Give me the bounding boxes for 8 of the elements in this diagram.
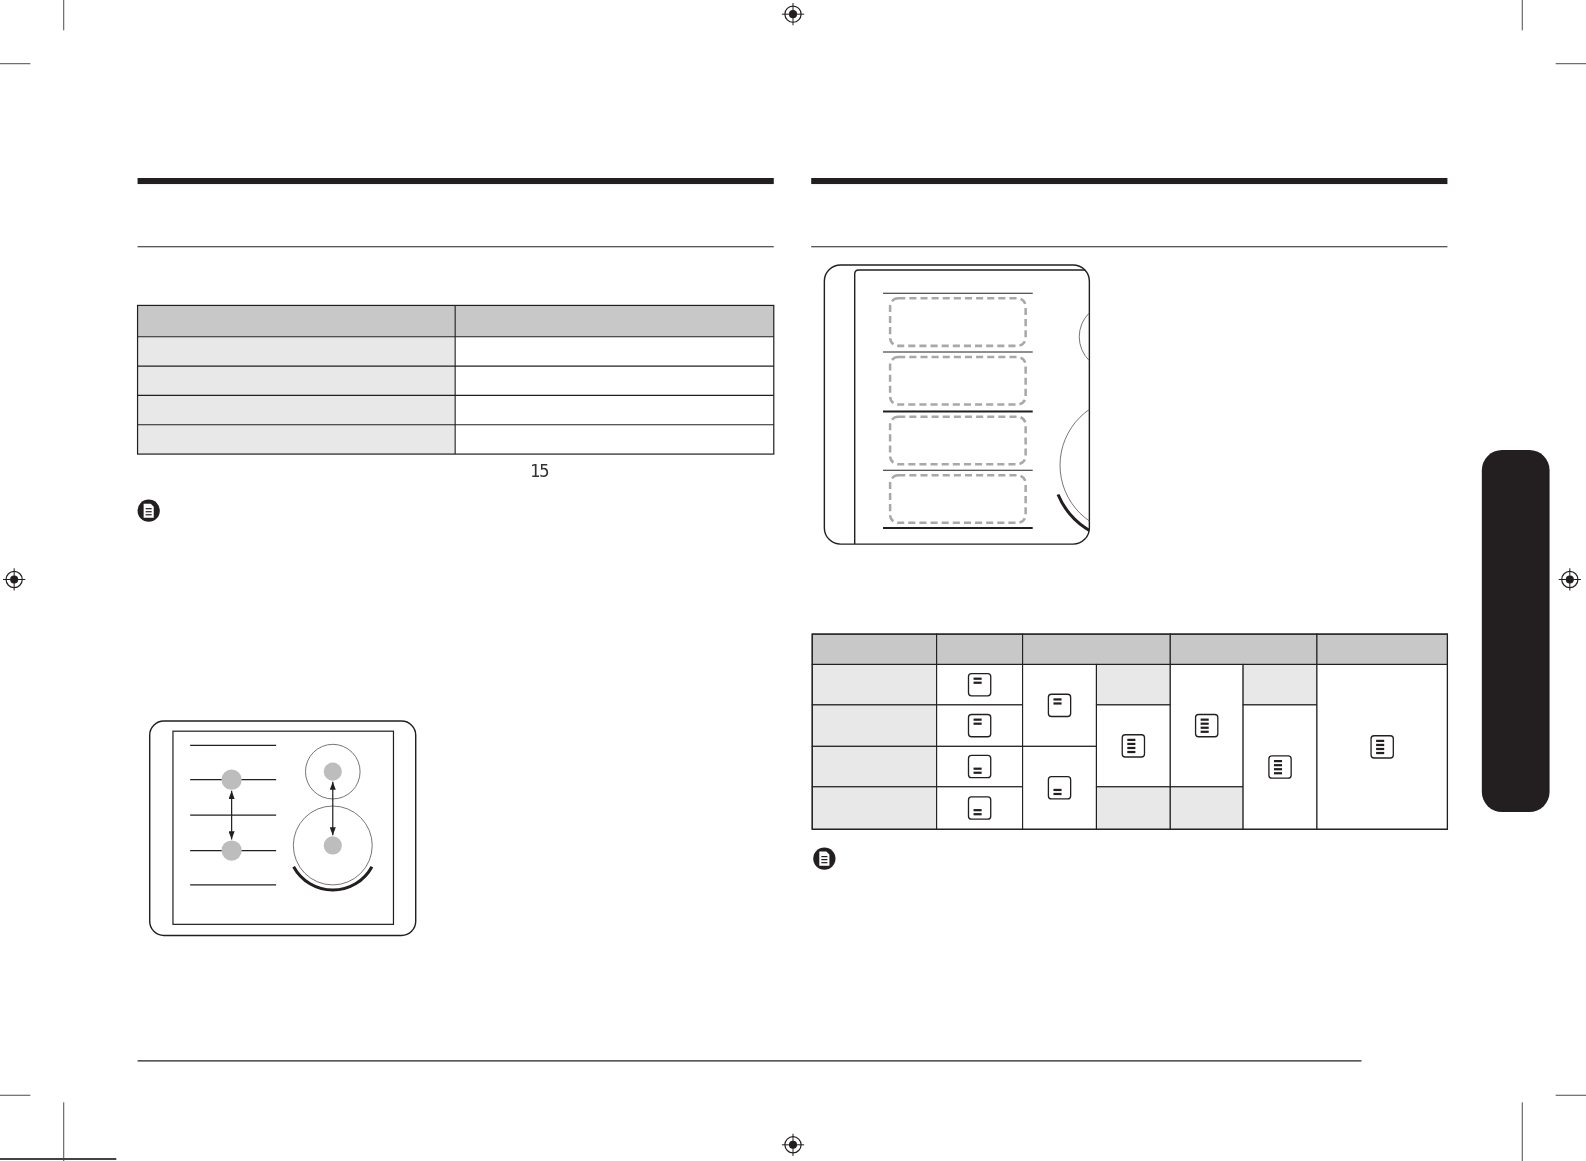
position-dot bbox=[323, 762, 342, 781]
position-dot bbox=[221, 769, 242, 790]
position-dot bbox=[323, 836, 342, 855]
display-digits: 15 bbox=[530, 463, 549, 480]
side-tab bbox=[1481, 450, 1550, 813]
double-arrow bbox=[228, 790, 235, 840]
double-arrow bbox=[329, 781, 336, 836]
position-dot bbox=[221, 840, 242, 861]
